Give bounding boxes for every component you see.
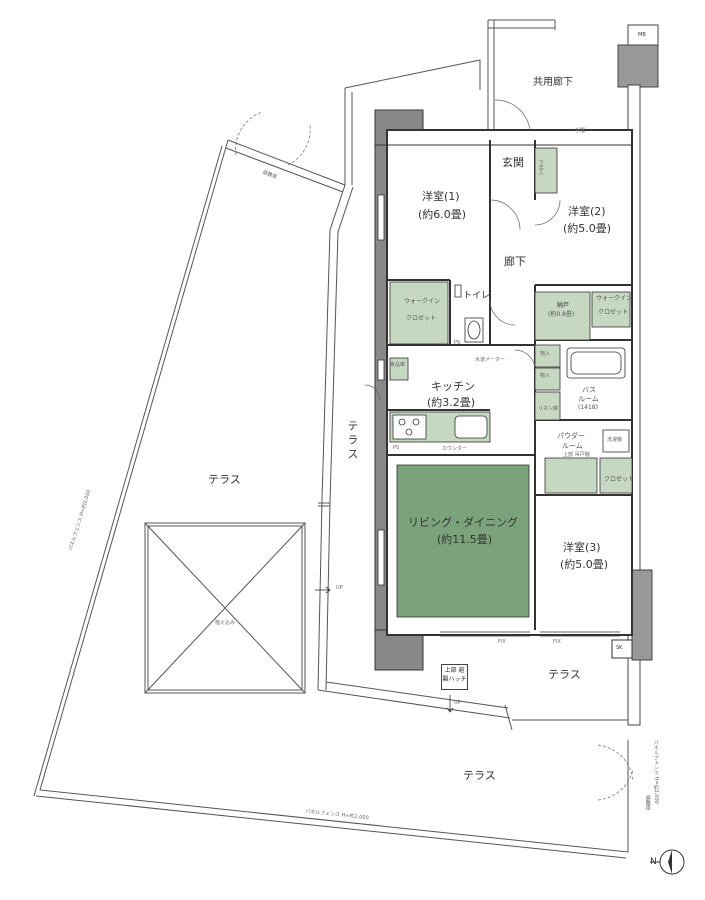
counter-label: カウンター xyxy=(442,446,468,452)
terrace-right-label: テラス xyxy=(548,668,581,681)
closet-label: クロゼット xyxy=(604,476,635,483)
common-corridor-label: 共用廊下 xyxy=(533,77,573,88)
compass-icon xyxy=(650,849,685,875)
western1-name: 洋室(1) xyxy=(422,190,460,203)
western2-name: 洋室(2) xyxy=(568,205,606,218)
walkin2-top: ウォークイン xyxy=(596,295,633,302)
sk-label: SK xyxy=(616,645,623,651)
mb-label: MB xyxy=(638,32,646,38)
bath-fixtures xyxy=(566,347,630,453)
pantry-label: 食品庫 xyxy=(390,362,406,368)
powder-bottom: ルーム xyxy=(562,442,583,450)
cabinet-label: 上部 吊戸棚 xyxy=(563,452,590,458)
storage-in2-label: 物入 xyxy=(540,373,551,379)
fence-gates xyxy=(235,111,634,801)
storage-size: (約0.8畳) xyxy=(548,311,575,318)
ps1-label: PS xyxy=(454,340,461,346)
storage-name: 納戸 xyxy=(557,302,570,309)
kitchen-name: キッチン xyxy=(431,380,475,393)
up-label-2: UP xyxy=(454,700,461,706)
walkin1-bottom: クロゼット xyxy=(406,315,437,322)
toilet-label: トイレ xyxy=(463,291,491,301)
bottom-windows xyxy=(440,631,620,637)
kitchen-size: (約3.2畳) xyxy=(427,396,476,409)
terrace-vertical-label: テラス xyxy=(345,420,359,462)
hatch-tag: 上部 避難ハッチ xyxy=(441,664,468,690)
planting-area xyxy=(144,522,306,694)
ps2-label: PS xyxy=(393,445,400,451)
shoes-label: 下足入 xyxy=(537,160,544,175)
corridor-walls xyxy=(487,19,556,135)
terrace-left-label: テラス xyxy=(208,473,241,486)
up-arrows xyxy=(315,586,454,713)
terrace-walkway xyxy=(317,59,632,731)
living-floor-area xyxy=(396,464,530,618)
fix-label-1: FIX xyxy=(498,639,506,645)
bath-bottom: ルーム xyxy=(578,395,599,403)
entrance-label: 玄関 xyxy=(502,156,524,169)
linen-label: リネン庫 xyxy=(538,406,559,412)
terrace-bottom-label: テラス xyxy=(463,769,496,782)
water-meter-label: 水道メーター xyxy=(475,357,506,363)
living-name: リビング・ダイニング xyxy=(408,516,518,529)
toilet-fixture xyxy=(454,284,484,343)
western3-name: 洋室(3) xyxy=(563,541,601,554)
compass-n-label: N xyxy=(650,857,657,867)
storage-in1-label: 物入 xyxy=(540,351,551,357)
planting-label: 植え込み xyxy=(215,620,236,626)
up-label-1: UP xyxy=(336,585,343,591)
terrace-fence xyxy=(33,139,629,859)
western1-size: (約6.0畳) xyxy=(418,208,467,221)
fence-label-3: パネルフェンス H=約2,000 xyxy=(652,740,659,804)
fix-label-2: FIX xyxy=(553,639,561,645)
walkin1-top: ウォークイン xyxy=(404,298,441,305)
kitchen-fixtures xyxy=(392,414,488,440)
living-size: (約11.5畳) xyxy=(437,533,493,546)
washer-label: 洗濯機 xyxy=(607,437,623,443)
powder-top: パウダー xyxy=(557,432,585,440)
western3-size: (約5.0畳) xyxy=(560,558,609,571)
left-windows xyxy=(377,194,385,586)
western2-size: (約5.0畳) xyxy=(563,222,612,235)
hallway-label: 廊下 xyxy=(504,255,526,268)
walkin2-bottom: クロゼット xyxy=(598,309,629,316)
sk-box xyxy=(611,639,633,659)
handrail-label: 手摺 xyxy=(575,128,586,134)
bath-size: (1418) xyxy=(578,404,598,411)
bath-top: バス xyxy=(582,386,596,394)
vent-door-label-2: 避難扉 xyxy=(644,795,651,810)
